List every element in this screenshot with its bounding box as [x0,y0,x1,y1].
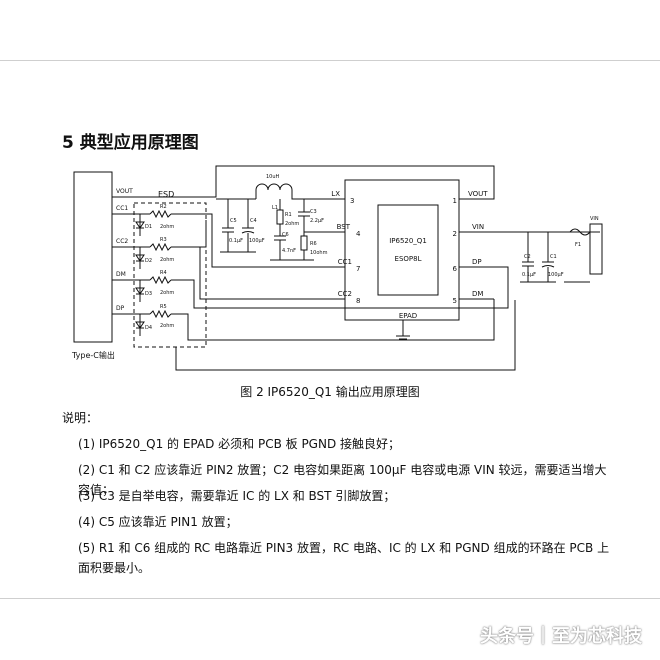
ic-epad-label: EPAD [399,312,417,320]
ic-pin-lx-label: LX [331,190,340,198]
r1-value: 2ohm [285,221,299,227]
r6-name: R6 [310,241,317,247]
note-item: (1) IP6520_Q1 的 EPAD 必须和 PCB 板 PGND 接触良好… [78,437,401,451]
application-schematic: VOUT CC1 CC2 DM DP Type-C输出 ESD R2 2ohm … [71,165,603,371]
ic-pin-lx-num: 3 [350,197,354,205]
ic-body [344,179,460,321]
d4-label: D4 [145,325,152,331]
r2-value: 2ohm [160,224,174,230]
r3-name: R3 [160,237,167,243]
c4-value: 100μF [249,238,265,244]
connector-pin-dp: DP [116,305,125,312]
d1-label: D1 [145,224,152,230]
r5-name: R5 [160,304,167,310]
c2-name: C2 [524,254,531,260]
top-divider [0,60,660,61]
d2-label: D2 [145,258,152,264]
l1-name: L1 [272,205,278,211]
connector-label: Type-C输出 [71,350,115,360]
ic-epad-inner [377,204,439,296]
r2-name: R2 [160,204,167,210]
r3-value: 2ohm [160,257,174,263]
ic-pin-bst-label: BST [337,223,351,231]
c2-value: 0.1μF [522,272,536,278]
r1-name: R1 [285,212,292,218]
bottom-divider [0,598,660,599]
c3-name: C3 [310,209,317,215]
d3-label: D3 [145,291,152,297]
esd-box [133,202,207,348]
ic-pin-bst-num: 4 [356,230,361,238]
f1-label: F1 [575,242,581,248]
c5-name: C5 [230,218,237,224]
typec-connector [73,171,113,343]
connector-pin-vout: VOUT [116,188,133,195]
ic-pin-vout-label: VOUT [468,190,488,198]
esd-label: ESD [158,190,174,199]
ic-pin-dp-label: DP [472,258,482,266]
r6-value: 10ohm [310,250,328,256]
ic-pin-vin-label: VIN [472,223,484,231]
ic-pin-cc2-label: CC2 [338,290,352,298]
figure-caption: 图 2 IP6520_Q1 输出应用原理图 [240,385,420,399]
c1-name: C1 [550,254,557,260]
vin-label: VIN [590,216,599,222]
c6-name: C6 [282,232,289,238]
c3-value: 2.2μF [310,218,324,224]
ic-pin-vout-num: 1 [453,197,457,205]
c1-value: 100μF [548,272,564,278]
r5-value: 2ohm [160,323,174,329]
c4-name: C4 [250,218,257,224]
connector-pin-cc2: CC2 [116,238,128,245]
ic-pin-dm-label: DM [472,290,483,298]
l1-value: 10uH [266,174,280,180]
ic-pin-cc2-num: 8 [356,297,360,305]
ic-pin-vin-num: 2 [453,230,457,238]
note-item: (2) C1 和 C2 应该靠近 PIN2 放置；C2 电容如果距离 100μF… [78,463,607,497]
c6-value: 4.7nF [282,248,296,254]
ic-pin-cc1-num: 7 [356,265,360,273]
ic-pin-dp-num: 6 [453,265,458,273]
note-item: (5) R1 和 C6 组成的 RC 电路靠近 PIN3 放置，RC 电路、IC… [78,541,610,575]
note-item: (4) C5 应该靠近 PIN1 放置； [78,515,238,529]
section-heading: 5 典型应用原理图 [62,133,199,153]
ic-pin-cc1-label: CC1 [338,258,352,266]
fuse-f1 [569,228,591,236]
r4-name: R4 [160,270,167,276]
esd-diodes [135,214,145,336]
ic-package: ESOP8L [395,255,422,263]
esd-resistors [149,209,172,319]
watermark: 头条号｜至为芯科技 [480,626,642,647]
notes-label: 说明： [62,411,99,425]
connector-pin-cc1: CC1 [116,205,128,212]
connector-pin-dm: DM [116,271,126,278]
inductor-l1 [255,183,293,191]
ic-pin-dm-num: 5 [453,297,457,305]
note-item: (3) C3 是自举电容，需要靠近 IC 的 LX 和 BST 引脚放置； [78,489,396,503]
ic-name: IP6520_Q1 [389,237,427,245]
r4-value: 2ohm [160,290,174,296]
vin-connector [589,223,603,275]
c5-value: 0.1μF [229,238,243,244]
